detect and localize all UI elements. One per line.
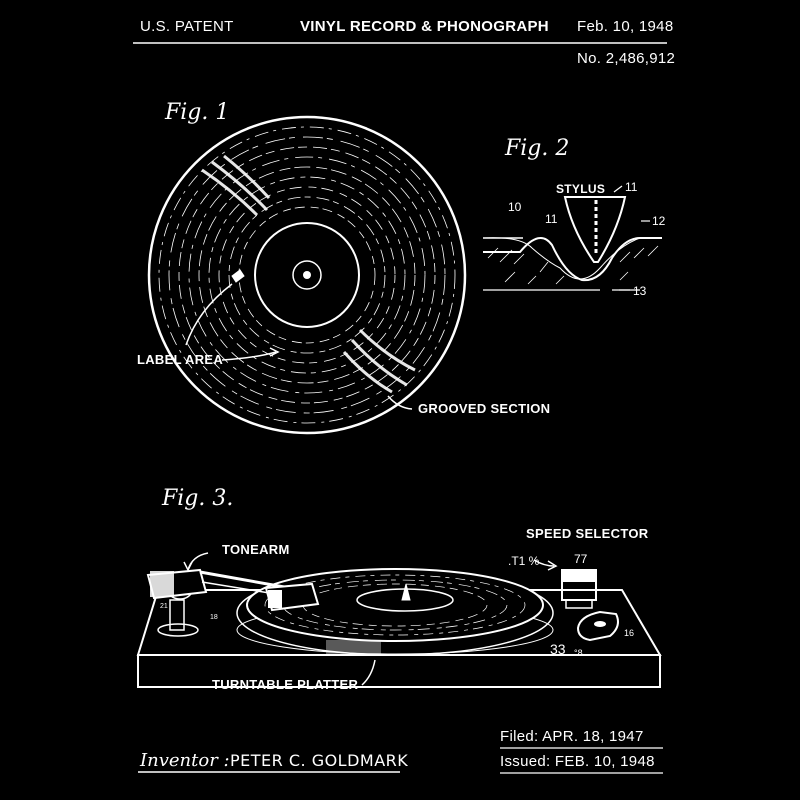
stylus-text: STYLUS	[556, 182, 606, 196]
fig2-title: Fig. 2	[505, 136, 570, 161]
header-left: U.S. PATENT	[140, 18, 234, 35]
ref-16: 16	[624, 628, 635, 638]
patent-number: No. 2,486,912	[577, 50, 676, 67]
label-area-text: LABEL AREA	[137, 352, 224, 367]
speed-top-right: 77	[574, 552, 588, 566]
platter-leader	[361, 659, 376, 686]
inventor-name: PETER C. GOLDMARK	[230, 751, 409, 770]
tonearm-leader	[187, 552, 209, 571]
spindle-hole	[303, 271, 311, 279]
fig1-record	[147, 115, 467, 435]
fig2-groove-section	[482, 185, 662, 291]
speed-selector-knob	[561, 569, 597, 609]
ref-10: 10	[508, 200, 522, 214]
ref-12: 12	[652, 214, 666, 228]
grooved-section-leader	[387, 395, 413, 410]
grooved-section-text: GROOVED SECTION	[418, 401, 551, 416]
header-title: VINYL RECORD & PHONOGRAPH	[300, 18, 549, 35]
speed-selector-text: SPEED SELECTOR	[526, 526, 649, 541]
ref-18: 18	[210, 614, 218, 621]
header-date: Feb. 10, 1948	[577, 18, 674, 35]
speed-top-left: .T1 %	[508, 554, 540, 568]
tonearm-text: TONEARM	[222, 542, 290, 557]
record-sheen	[201, 154, 416, 394]
speed-33: 33	[550, 641, 566, 657]
inventor-label: Inventor :	[140, 750, 230, 771]
speed-33-sub: °8	[574, 648, 583, 658]
fig3-turntable	[136, 552, 662, 688]
label-area-leader	[185, 283, 233, 346]
turntable-platter-text: TURNTABLE PLATTER	[212, 677, 359, 692]
ref-13: 13	[633, 284, 647, 298]
ref-21: 21	[160, 603, 168, 610]
ref-11-groove: 11	[545, 212, 558, 226]
fig3-title: Fig. 3.	[162, 486, 234, 511]
filed-date: Filed: APR. 18, 1947	[500, 728, 644, 745]
fig1-title: Fig. 1	[165, 100, 230, 125]
stylus-tip	[563, 196, 627, 263]
ref-11-stylus: 11	[625, 180, 638, 194]
tonearm-assembly	[146, 568, 320, 637]
speed-selector-lever	[576, 610, 619, 642]
issued-date: Issued: FEB. 10, 1948	[500, 753, 655, 770]
